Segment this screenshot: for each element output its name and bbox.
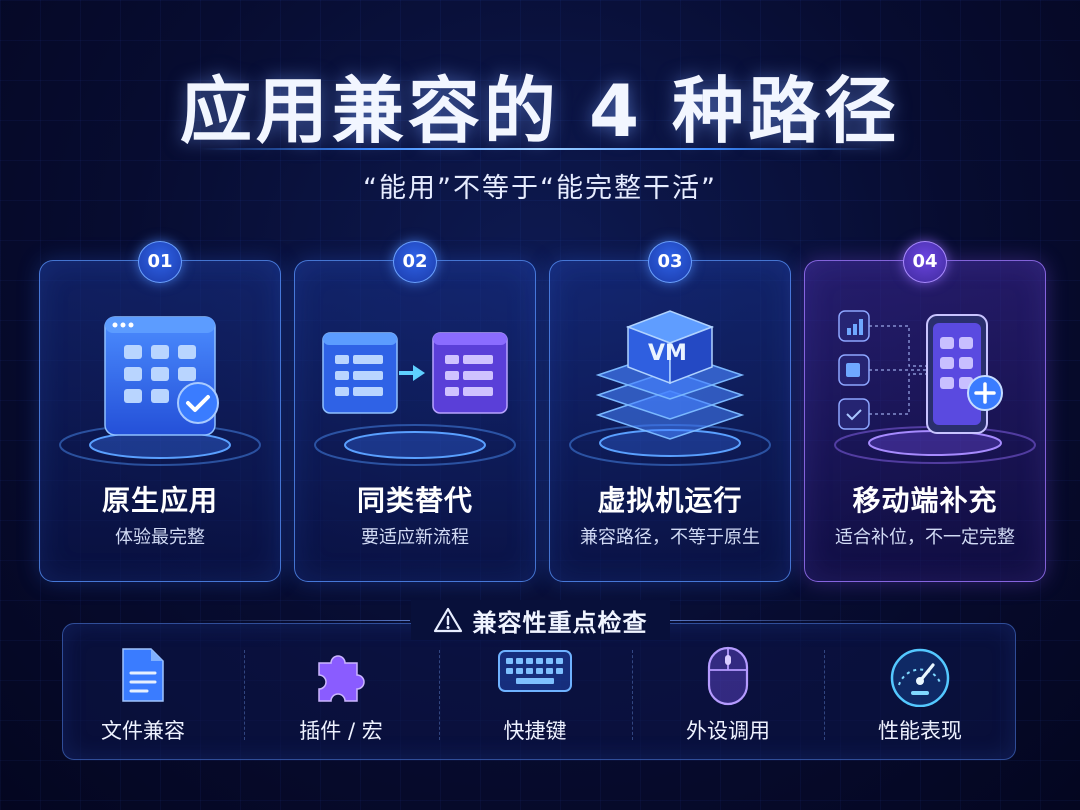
native-app-window-check-icon [59, 316, 261, 466]
path-card-vm: 03 VM 虚拟机运行 兼容路径，不等于原生 [549, 241, 791, 582]
speedometer-icon [890, 648, 950, 707]
document-icon [122, 648, 164, 702]
card-description: 兼容路径，不等于原生 [580, 527, 760, 548]
vm-stack-icon [569, 310, 771, 466]
card-number-badge: 03 [648, 241, 692, 283]
path-card-mobile: 04 移动端补充 适合补位，不一定完整 [804, 241, 1046, 582]
mouse-icon [707, 646, 749, 706]
card-title: 同类替代 [356, 484, 473, 517]
title-underline [200, 148, 880, 150]
card-description: 要适应新流程 [361, 527, 469, 548]
card-number-badge: 04 [903, 241, 947, 283]
check-item-file: 文件兼容 [48, 645, 238, 755]
keyboard-icon [498, 650, 572, 692]
warning-triangle-icon [433, 607, 462, 633]
check-label: 插件 / 宏 [299, 719, 383, 743]
item-divider [632, 650, 633, 740]
card-number-badge: 02 [393, 241, 437, 283]
page-subtitle: “能用”不等于“能完整干活” [363, 173, 717, 204]
check-item-plugin: 插件 / 宏 [246, 645, 436, 755]
vm-label: VM [648, 341, 687, 366]
page-title: 应用兼容的 4 种路径 [179, 69, 901, 153]
item-divider [439, 650, 440, 740]
check-item-performance: 性能表现 [825, 645, 1015, 755]
card-title: 原生应用 [101, 484, 218, 517]
path-card-alternative: 02 同类替代 要适应新流程 [294, 241, 536, 582]
card-description: 适合补位，不一定完整 [835, 527, 1015, 548]
card-title: 虚拟机运行 [597, 484, 743, 517]
item-divider [824, 650, 825, 740]
header-rule-left [180, 620, 410, 621]
check-item-peripheral: 外设调用 [633, 645, 823, 755]
check-label: 快捷键 [503, 719, 567, 743]
puzzle-piece-icon [318, 655, 365, 702]
item-divider [244, 650, 245, 740]
mobile-phone-plus-icon [834, 310, 1036, 464]
check-label: 文件兼容 [101, 719, 185, 743]
check-label: 外设调用 [686, 719, 770, 743]
card-description: 体验最完整 [115, 527, 205, 548]
card-title: 移动端补充 [852, 484, 998, 517]
check-item-shortcut: 快捷键 [440, 645, 630, 755]
check-label: 性能表现 [878, 719, 962, 743]
card-number-badge: 01 [138, 241, 182, 283]
checklist-title: 兼容性重点检查 [472, 608, 648, 637]
checklist-header: 兼容性重点检查 [0, 600, 1080, 640]
app-replace-arrow-icon [314, 332, 516, 466]
path-card-native: 01 原生应用 体验最完整 [39, 241, 281, 582]
